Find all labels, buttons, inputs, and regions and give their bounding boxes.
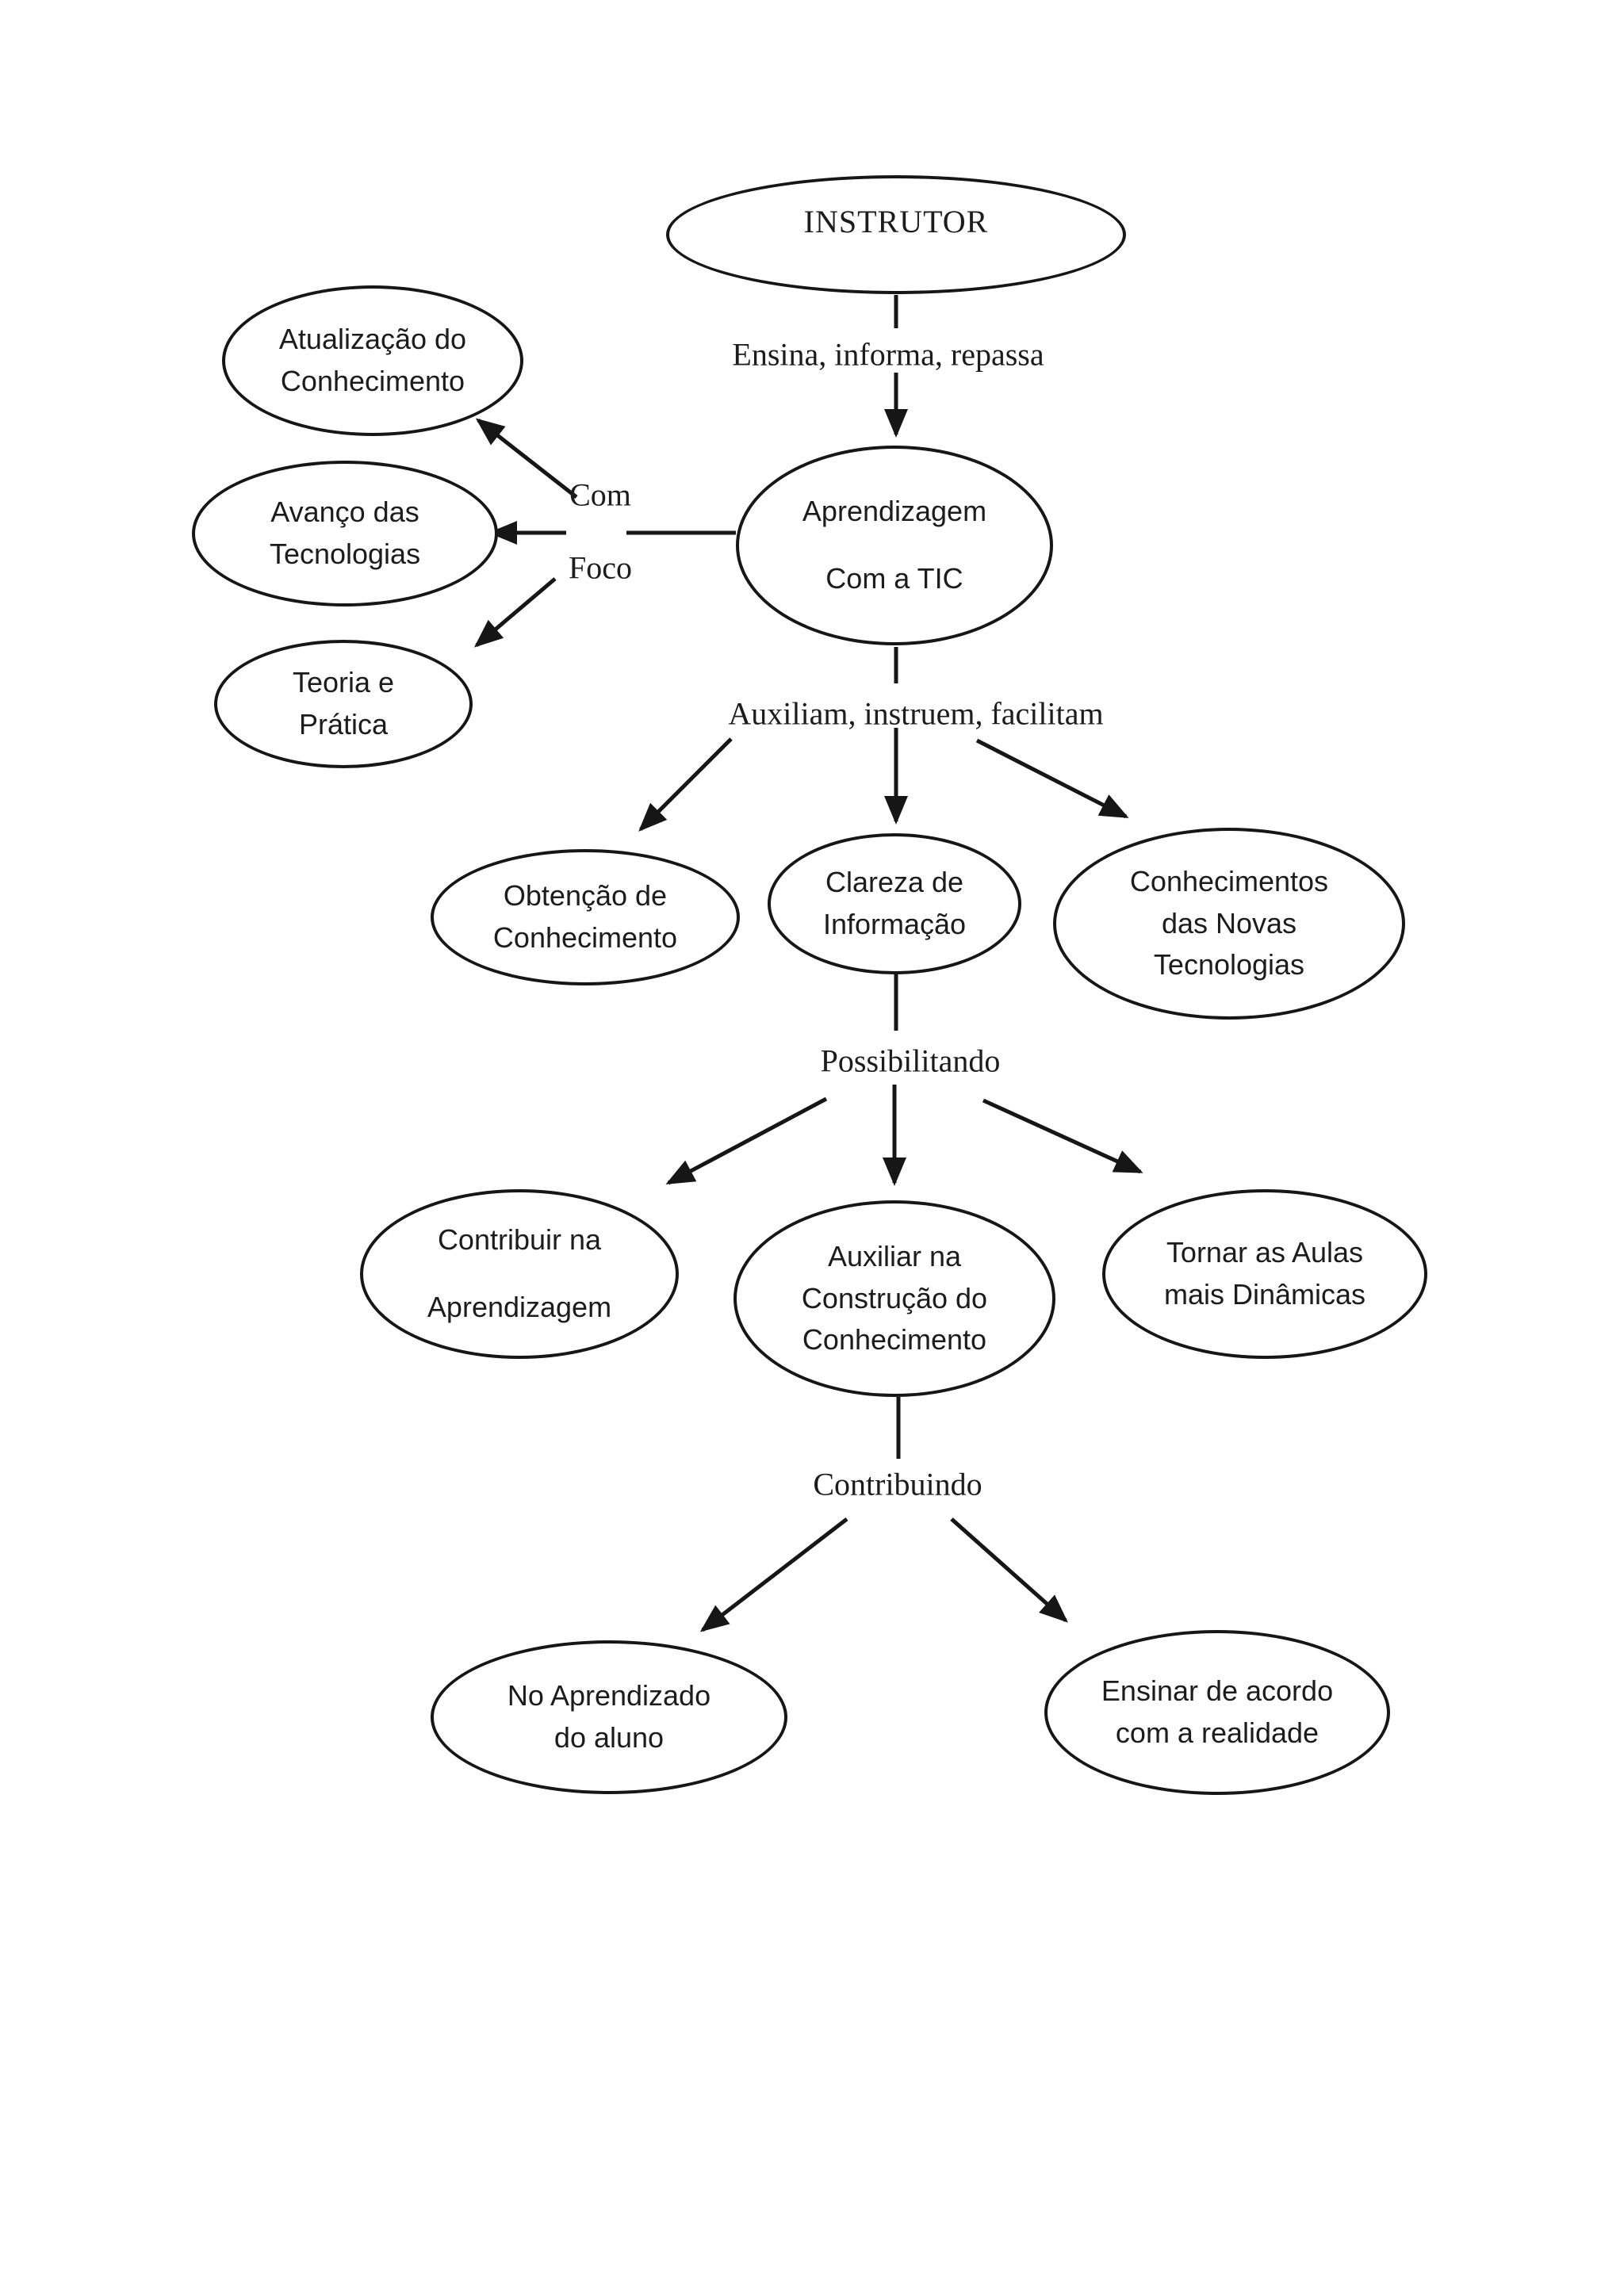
node-conhecimentos-label: Conhecimentos das Novas Tecnologias (1130, 861, 1328, 986)
edge-label-foco: Foco (569, 549, 632, 586)
node-tornar-label: Tornar as Aulas mais Dinâmicas (1164, 1232, 1365, 1315)
arrow-possibilitando-to-contribuir (665, 1096, 828, 1185)
node-label-line: Prática (298, 708, 389, 740)
node-tornar-aulas-dinamicas: Tornar as Aulas mais Dinâmicas (1102, 1189, 1427, 1359)
node-clareza-de-informacao: Clareza de Informação (768, 833, 1021, 974)
node-ensinar-label: Ensinar de acordo com a realidade (1101, 1670, 1333, 1754)
edge-label-com: Com (569, 476, 631, 513)
node-auxiliar-construcao-conhecimento: Auxiliar na Construção do Conhecimento (733, 1200, 1055, 1397)
node-label-line: das Novas (1161, 906, 1297, 939)
node-label-line: No Aprendizado (507, 1679, 711, 1712)
node-atualizacao-do-conhecimento: Atualização do Conhecimento (222, 285, 523, 436)
node-contribuir-label: Contribuir na Aprendizagem (427, 1207, 611, 1341)
node-noaprendizado-label: No Aprendizado do aluno (508, 1675, 710, 1758)
node-label-line: Informação (822, 908, 967, 940)
edge-label-ensina-informa-repassa: Ensina, informa, repassa (732, 336, 1044, 373)
node-obtencao-label: Obtenção de Conhecimento (493, 875, 677, 959)
node-label-line: Auxiliar na (827, 1240, 962, 1273)
arrow-hub-to-teoria (473, 577, 557, 648)
node-label-line: Conhecimento (492, 921, 678, 954)
node-label-line: Contribuir na (437, 1223, 602, 1257)
node-label-line: Tecnologias (269, 538, 421, 570)
node-label-line: Conhecimento (280, 365, 465, 397)
node-label-line: Avanço das (270, 496, 419, 529)
arrow-auxiliam-to-conhecimentos (975, 738, 1129, 819)
node-label-line: Construção do (801, 1281, 988, 1314)
node-label-line: Aprendizagem (427, 1291, 612, 1323)
node-label-line: com a realidade (1115, 1716, 1320, 1749)
node-label-line: Obtenção de (503, 879, 668, 913)
node-avanco-das-tecnologias: Avanço das Tecnologias (192, 461, 498, 607)
arrow-contribuindo-to-noaprendizado (699, 1517, 848, 1632)
node-ensinar-de-acordo-realidade: Ensinar de acordo com a realidade (1044, 1630, 1390, 1795)
node-conhecimentos-novas-tecnologias: Conhecimentos das Novas Tecnologias (1053, 828, 1405, 1020)
arrow-hub-to-atualizacao (475, 418, 578, 499)
node-label-line: Ensinar de acordo (1101, 1674, 1334, 1708)
node-label-line: Tecnologias (1153, 948, 1305, 982)
edge-label-auxiliam-instruem-facilitam: Auxiliam, instruem, facilitam (728, 695, 1104, 732)
node-no-aprendizado-do-aluno: No Aprendizado do aluno (431, 1640, 787, 1794)
node-label-line: do aluno (553, 1721, 665, 1754)
node-label-line: Conhecimento (802, 1323, 987, 1357)
node-avanco-label: Avanço das Tecnologias (270, 492, 420, 575)
node-instrutor-label: INSTRUTOR (804, 178, 989, 245)
node-auxiliar-label: Auxiliar na Construção do Conhecimento (802, 1236, 987, 1361)
node-label-line: INSTRUTOR (803, 204, 989, 239)
node-label-line: Com a TIC (825, 562, 963, 595)
node-label-line: Aprendizagem (802, 495, 987, 528)
node-teoria-label: Teoria e Prática (293, 662, 394, 745)
node-atualizacao-label: Atualização do Conhecimento (279, 319, 466, 402)
node-label-line: mais Dinâmicas (1163, 1278, 1366, 1311)
node-label-line: Tornar as Aulas (1166, 1236, 1364, 1269)
node-label-line: Teoria e (292, 666, 395, 699)
edge-label-possibilitando: Possibilitando (820, 1043, 1001, 1079)
node-aprendizagem-label: Aprendizagem Com a TIC (802, 478, 986, 612)
node-clareza-label: Clareza de Informação (823, 862, 966, 945)
arrow-auxiliam-to-obtencao (638, 737, 733, 832)
node-teoria-e-pratica: Teoria e Prática (214, 640, 473, 768)
node-instrutor: INSTRUTOR (666, 175, 1126, 294)
node-label-line: Clareza de (825, 866, 964, 899)
node-label-line: Atualização do (278, 323, 467, 356)
node-obtencao-de-conhecimento: Obtenção de Conhecimento (431, 849, 740, 985)
node-aprendizagem-com-a-tic: Aprendizagem Com a TIC (736, 446, 1053, 645)
arrow-possibilitando-to-tornar (982, 1098, 1143, 1174)
node-contribuir-na-aprendizagem: Contribuir na Aprendizagem (360, 1189, 679, 1359)
node-label-line: Conhecimentos (1129, 865, 1329, 898)
edge-label-contribuindo: Contribuindo (813, 1466, 982, 1502)
arrow-contribuindo-to-ensinar (950, 1517, 1068, 1623)
